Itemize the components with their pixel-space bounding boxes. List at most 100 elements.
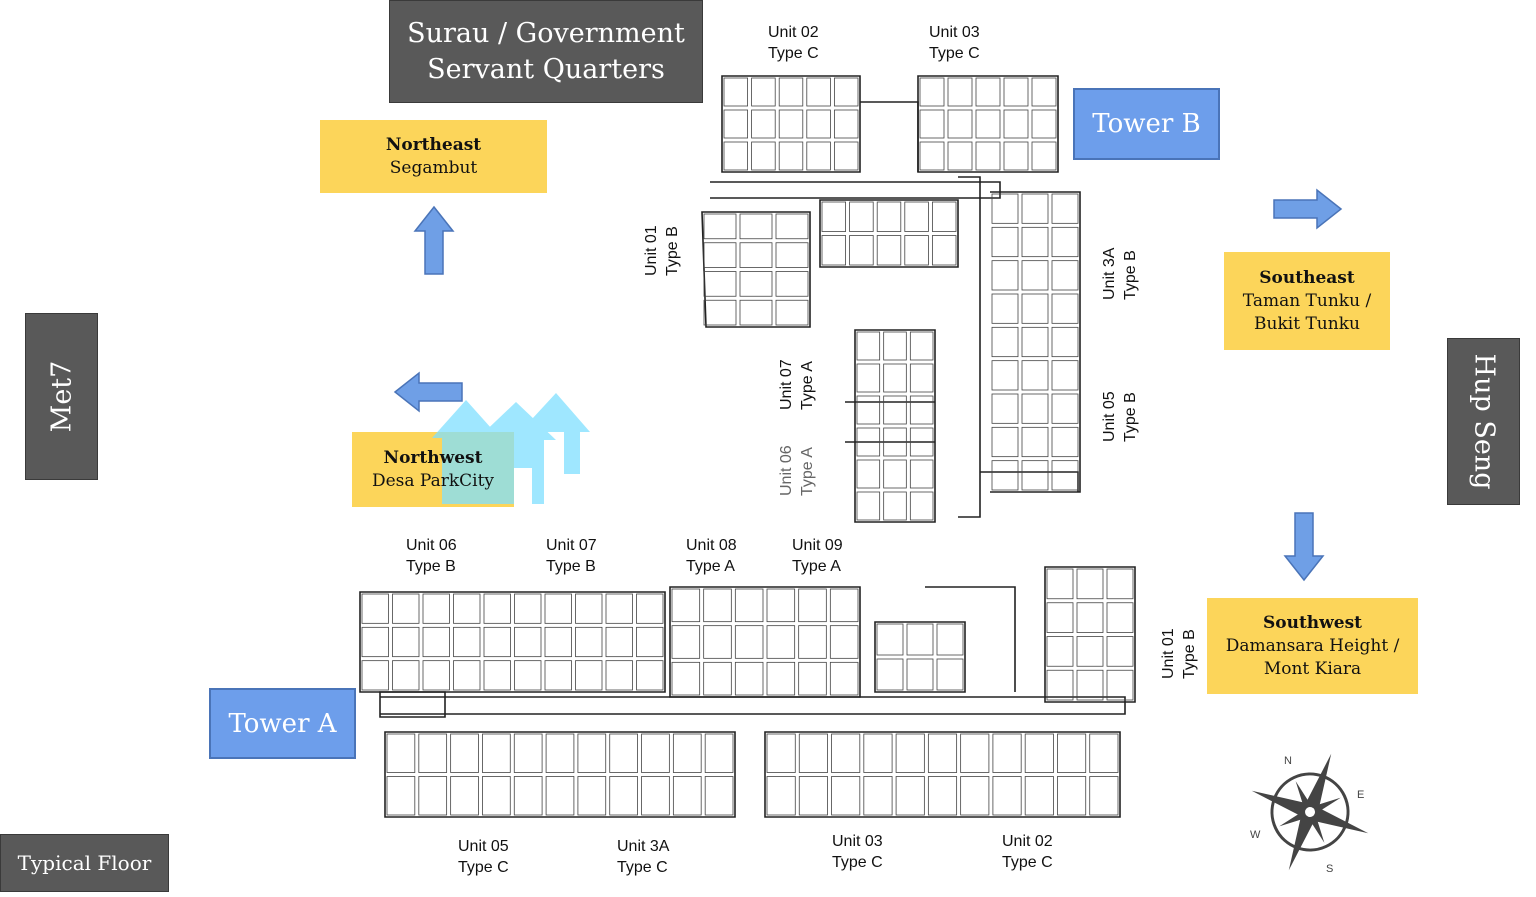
- unit-type: Type A: [792, 558, 841, 575]
- room-outline: [991, 293, 1019, 324]
- room-outline: [1106, 669, 1134, 701]
- room-outline: [734, 661, 764, 696]
- unit-number: Unit 02: [768, 24, 819, 41]
- northwest-title: Northwest: [383, 447, 483, 468]
- unit-number: Unit 09: [792, 537, 843, 554]
- room-outline: [927, 776, 958, 816]
- unit-type: Type B: [1122, 250, 1139, 300]
- tower-b-label: Tower B: [1073, 88, 1220, 160]
- room-outline: [1046, 602, 1074, 633]
- room-outline: [895, 776, 925, 816]
- arrow-left-icon: [393, 371, 463, 413]
- room-outline: [806, 141, 831, 171]
- room-outline: [906, 623, 934, 656]
- room-outline: [1106, 568, 1134, 600]
- room-outline: [1003, 141, 1029, 171]
- room-outline: [904, 235, 929, 266]
- unit-type: Type B: [1181, 629, 1198, 679]
- room-outline: [856, 491, 881, 521]
- room-outline: [766, 776, 796, 816]
- unit-number: Unit 01: [643, 225, 660, 276]
- met7-text: Met7: [46, 360, 77, 433]
- room-outline: [1031, 77, 1057, 107]
- room-outline: [991, 193, 1019, 224]
- room-outline: [775, 213, 809, 240]
- room-outline: [1057, 776, 1087, 816]
- hup-seng-text: Hup Seng: [1468, 353, 1500, 490]
- room-outline: [392, 626, 420, 658]
- unit-type: Type A: [686, 558, 735, 575]
- room-outline: [1076, 602, 1104, 633]
- room-outline: [1051, 293, 1079, 324]
- unit-number: Unit 06: [406, 537, 457, 554]
- room-outline: [577, 733, 607, 773]
- room-outline: [876, 235, 902, 266]
- room-outline: [453, 626, 481, 658]
- compass-s: S: [1326, 863, 1333, 875]
- room-outline: [1024, 776, 1054, 816]
- room-outline: [703, 213, 737, 240]
- room-outline: [1003, 77, 1029, 107]
- southwest-title: Southwest: [1262, 612, 1363, 633]
- room-outline: [1021, 426, 1049, 458]
- room-outline: [422, 626, 450, 658]
- room-outline: [856, 459, 881, 489]
- room-outline: [636, 660, 664, 691]
- room-outline: [514, 660, 542, 691]
- tower-a-floor-plan: [359, 566, 1136, 818]
- unit-number: Unit 06: [778, 445, 795, 496]
- room-outline: [1106, 602, 1134, 633]
- room-outline: [641, 733, 670, 773]
- room-outline: [704, 776, 734, 816]
- unit-number: Unit 3A: [1101, 247, 1118, 300]
- unit-type: Type C: [832, 854, 883, 871]
- room-outline: [453, 660, 481, 691]
- room-outline: [975, 77, 1001, 107]
- room-outline: [641, 776, 670, 816]
- room-outline: [909, 395, 934, 425]
- room-outline: [453, 593, 481, 624]
- room-outline: [734, 625, 764, 659]
- room-outline: [1031, 109, 1057, 139]
- room-outline: [1051, 326, 1079, 358]
- room-outline: [1051, 226, 1079, 258]
- room-outline: [883, 491, 907, 521]
- surau-line1: Surau / Government: [407, 17, 685, 49]
- room-outline: [1051, 193, 1079, 224]
- room-outline: [991, 326, 1019, 358]
- room-outline: [361, 660, 389, 691]
- room-outline: [723, 109, 749, 139]
- room-outline: [1046, 669, 1074, 701]
- room-outline: [991, 393, 1019, 424]
- northwest-sub: Desa ParkCity: [371, 470, 495, 491]
- southeast-sub1: Taman Tunku /: [1242, 290, 1372, 311]
- room-outline: [1076, 669, 1104, 701]
- arrow-right-icon: [1273, 188, 1343, 230]
- unit-number: Unit 01: [1160, 628, 1177, 679]
- unit-type: Type A: [799, 447, 816, 496]
- room-outline: [909, 363, 934, 393]
- room-outline: [936, 658, 964, 691]
- room-outline: [450, 776, 479, 816]
- room-outline: [575, 660, 603, 691]
- room-outline: [1021, 260, 1049, 291]
- typical-floor-text: Typical Floor: [17, 851, 152, 875]
- room-outline: [778, 77, 804, 107]
- room-outline: [1051, 260, 1079, 291]
- room-outline: [514, 626, 542, 658]
- room-outline: [544, 593, 572, 624]
- room-outline: [422, 593, 450, 624]
- unit-type: Type B: [1122, 392, 1139, 442]
- room-outline: [909, 459, 934, 489]
- tower-a-label: Tower A: [209, 688, 356, 759]
- room-outline: [386, 733, 416, 773]
- tower-a-text: Tower A: [228, 708, 337, 739]
- unit-number: Unit 02: [1002, 833, 1053, 850]
- southeast-title: Southeast: [1259, 267, 1355, 288]
- room-outline: [483, 626, 511, 658]
- typical-floor-label: Typical Floor: [0, 834, 169, 892]
- room-outline: [609, 776, 638, 816]
